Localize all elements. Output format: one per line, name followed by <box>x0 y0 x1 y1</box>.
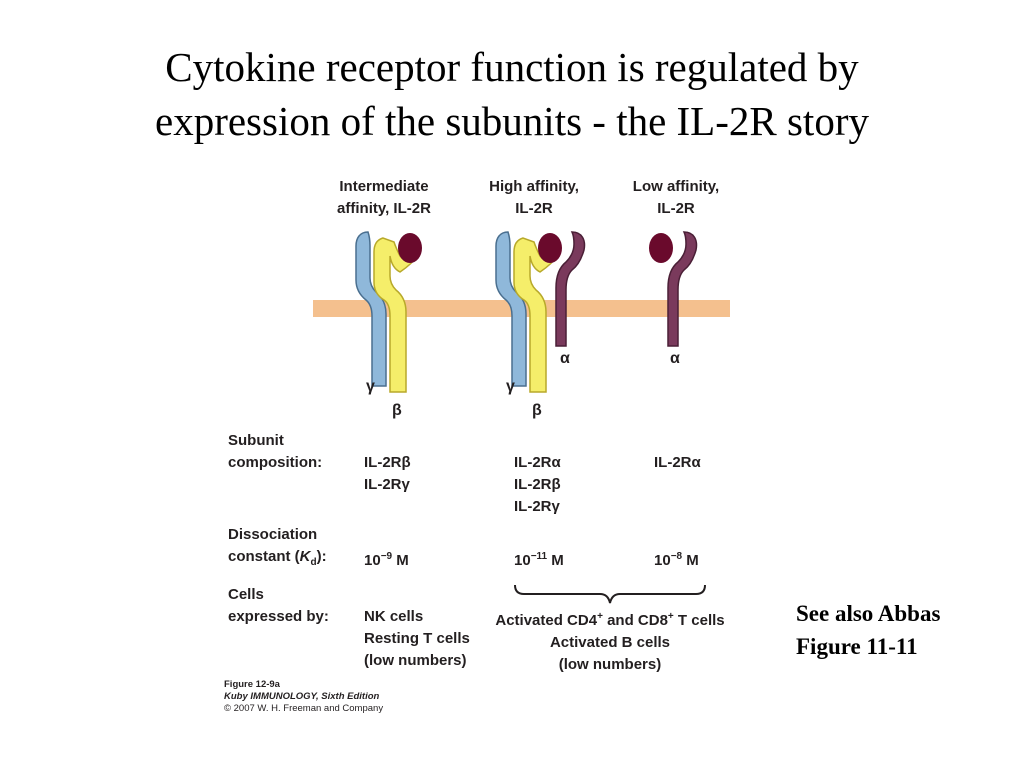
alpha-label-2: α <box>560 350 570 367</box>
col1-cells-item: NK cells <box>364 608 424 625</box>
col1-subunit-item: IL-2Rβ <box>364 454 411 471</box>
receptor-label-intermediate: Intermediate affinity, IL-2R <box>322 176 446 220</box>
col23-cells-line2: Activated B cells <box>549 634 671 651</box>
col1-cells: NK cells Resting T cells (low numbers) <box>364 606 470 672</box>
gamma-label-1: γ <box>366 378 375 395</box>
col1-kd-exp: −9 <box>380 551 393 562</box>
col23-cells-c: T cells <box>673 612 725 629</box>
col2-subunit-item: IL-2Rγ <box>514 498 560 515</box>
col2-kd-unit: M <box>547 552 564 569</box>
col2-kd-exp: −11 <box>530 551 548 562</box>
dissoc-sub: d <box>310 557 317 568</box>
figure-caption: Figure 12-9a Kuby IMMUNOLOGY, Sixth Edit… <box>224 679 383 715</box>
gamma-label-2: γ <box>506 378 515 395</box>
col23-cells-sup2: + <box>667 611 674 622</box>
receptor-label-low: Low affinity, IL-2R <box>612 176 740 220</box>
dissoc-k: K <box>299 548 311 565</box>
col23-cells-line1: Activated CD4+ and CD8+ T cells <box>470 606 750 632</box>
row-label-subunit-line2: composition: <box>228 454 323 471</box>
slide-title: Cytokine receptor function is regulated … <box>0 40 1024 148</box>
col1-kd: 10−9 M <box>364 546 409 572</box>
gamma-chain-2 <box>495 231 527 387</box>
col1-subunits: IL-2Rβ IL-2Rγ <box>364 452 411 496</box>
row-label-dissociation-line2: constant (Kd): <box>228 546 327 574</box>
beta-label-1: β <box>392 402 402 419</box>
col2-kd-base: 10 <box>514 552 531 569</box>
receptor-label-intermediate-line2: affinity, IL-2R <box>337 200 431 217</box>
receptor-label-high-line2: IL-2R <box>515 200 553 217</box>
caption-book: Kuby IMMUNOLOGY, Sixth Edition <box>224 691 380 702</box>
col3-kd-unit: M <box>682 552 699 569</box>
receptor-label-high: High affinity, IL-2R <box>470 176 598 220</box>
row-label-cells-line2: expressed by: <box>228 608 329 625</box>
col23-cells-a: Activated CD4 <box>495 612 598 629</box>
row-label-cells: Cells expressed by: <box>228 584 329 628</box>
col1-cells-item: Resting T cells <box>364 630 470 647</box>
col1-cells-item: (low numbers) <box>364 652 467 669</box>
col3-kd: 10−8 M <box>654 546 699 572</box>
col23-cells-b: and CD8 <box>602 612 668 629</box>
receptor-label-low-line1: Low affinity, <box>632 178 720 195</box>
beta-label-2: β <box>532 402 542 419</box>
col1-kd-base: 10 <box>364 552 381 569</box>
receptor-label-low-line2: IL-2R <box>657 200 695 217</box>
col2-kd: 10−11 M <box>514 546 564 572</box>
row-label-dissociation: Dissociation constant (Kd): <box>228 524 327 574</box>
cells-brace <box>514 584 706 604</box>
title-line-1: Cytokine receptor function is regulated … <box>165 44 859 90</box>
gamma-chain-1 <box>355 231 387 387</box>
col23-cells: Activated CD4+ and CD8+ T cells Activate… <box>470 606 750 676</box>
see-also-line2: Figure 11-11 <box>796 634 918 659</box>
see-also-note: See also Abbas Figure 11-11 <box>796 597 940 663</box>
col3-subunit-item: IL-2Rα <box>654 454 701 471</box>
il2-ligand-3 <box>649 233 673 263</box>
il2-ligand-1 <box>398 233 422 263</box>
caption-figure: Figure 12-9a <box>224 679 280 690</box>
il2-ligand-2 <box>538 233 562 263</box>
col2-subunit-item: IL-2Rβ <box>514 476 561 493</box>
col1-kd-unit: M <box>392 552 409 569</box>
caption-copyright: © 2007 W. H. Freeman and Company <box>224 703 384 714</box>
row-label-dissociation-line1: Dissociation <box>228 526 318 543</box>
dissoc-suffix: ): <box>316 548 327 565</box>
row-label-subunit: Subunit composition: <box>228 430 322 474</box>
col3-kd-exp: −8 <box>670 551 683 562</box>
row-label-cells-line1: Cells <box>228 586 264 603</box>
col1-subunit-item: IL-2Rγ <box>364 476 410 493</box>
col2-subunit-item: IL-2Rα <box>514 454 561 471</box>
col23-cells-sup1: + <box>597 611 603 622</box>
dissoc-prefix: constant ( <box>228 548 300 565</box>
row-label-subunit-line1: Subunit <box>228 432 284 449</box>
alpha-chain-3 <box>667 231 698 347</box>
alpha-label-3: α <box>670 350 680 367</box>
receptor-label-high-line1: High affinity, <box>489 178 579 195</box>
col3-subunits: IL-2Rα <box>654 452 701 474</box>
alpha-chain-2 <box>555 231 586 347</box>
col3-kd-base: 10 <box>654 552 671 569</box>
receptor-label-intermediate-line1: Intermediate <box>339 178 429 195</box>
title-line-2: expression of the subunits - the IL-2R s… <box>155 98 869 144</box>
col23-cells-line3: (low numbers) <box>558 656 662 673</box>
see-also-line1: See also Abbas <box>796 601 941 626</box>
col2-subunits: IL-2Rα IL-2Rβ IL-2Rγ <box>514 452 561 518</box>
